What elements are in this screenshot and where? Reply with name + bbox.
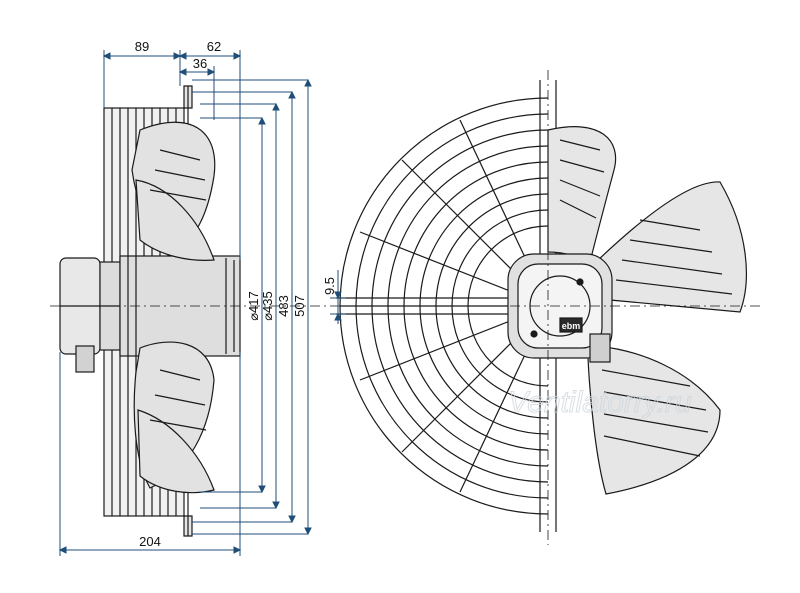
blade-lower: [133, 341, 215, 494]
dim-62-label: 62: [207, 39, 221, 54]
dim-89-label: 89: [135, 39, 149, 54]
side-dimensions: [58, 50, 312, 556]
dim-435-label: ⌀435: [260, 291, 275, 321]
front-hub: [507, 253, 613, 363]
front-blade-bottom: [587, 345, 721, 495]
dim-9-5-label: 9.5: [322, 277, 337, 295]
dim-483-label: 483: [276, 295, 291, 317]
front-blade-top: [547, 126, 617, 263]
blade-upper: [131, 121, 216, 261]
side-view: [50, 85, 330, 537]
dim-204-label: 204: [139, 534, 161, 549]
brand-badge-text: ebm: [562, 321, 581, 331]
dim-507-label: 507: [292, 295, 307, 317]
watermark-text: Ventilatorry.ru: [508, 386, 692, 419]
dim-36-label: 36: [193, 56, 207, 71]
front-view: [330, 70, 760, 545]
dim-417-label: ⌀417: [246, 291, 261, 321]
brand-badge: [559, 317, 583, 333]
front-blade-right: [595, 181, 747, 313]
shaft-dimension: [330, 270, 346, 324]
